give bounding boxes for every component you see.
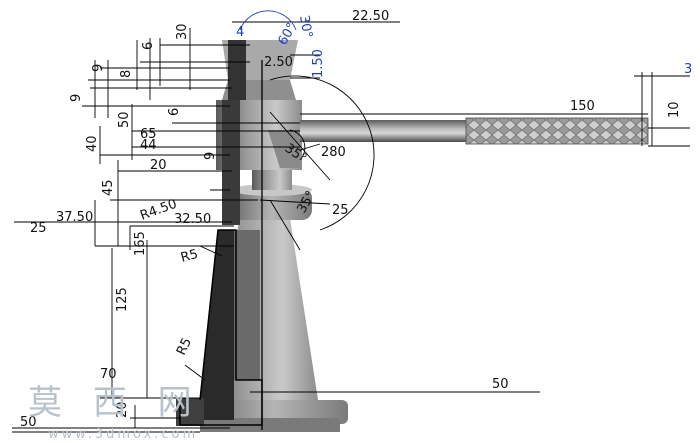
dim-20b: 20 — [115, 401, 130, 418]
dim-8: 8 — [119, 70, 134, 78]
dim-165: 165 — [133, 231, 148, 256]
dim-r5a: R5 — [179, 247, 200, 266]
dim-22-50: 22.50 — [352, 9, 389, 24]
base-bottom — [200, 418, 340, 432]
dim-20a: 20 — [150, 158, 167, 173]
dim-4: 4 — [236, 25, 244, 40]
dim-2-50: 2.50 — [264, 55, 293, 70]
screw-core — [234, 230, 260, 380]
dim-32-50: 32.50 — [174, 212, 211, 227]
head-facet — [268, 130, 300, 168]
dim-9c: 9 — [203, 152, 218, 160]
section-wall — [180, 230, 234, 420]
dim-1-50: 1.50 — [311, 49, 326, 78]
dim-3: 3 — [684, 62, 692, 77]
dim-50b: 50 — [492, 377, 509, 392]
section-head — [222, 100, 240, 225]
dim-6a: 6 — [141, 42, 156, 50]
dim-25b: 25 — [332, 203, 349, 218]
dim-10: 10 — [667, 101, 682, 118]
dim-50a: 50 — [117, 111, 132, 128]
dim-125: 125 — [115, 287, 130, 312]
dim-9a: 9 — [91, 64, 106, 72]
dim-70: 70 — [100, 367, 117, 382]
dim-30-deg: 30° — [296, 14, 315, 39]
dim-30: 30 — [175, 23, 190, 40]
dim-65: 65 — [140, 127, 157, 142]
watermark: 莫 西 网 www.3dmox.com — [28, 383, 202, 442]
dim-50c: 50 — [20, 415, 37, 430]
dim-25a: 25 — [30, 221, 47, 236]
dim-44: 44 — [140, 138, 157, 153]
dim-45: 45 — [101, 179, 116, 196]
handle-shaft — [300, 120, 470, 142]
knurled-grip — [466, 118, 648, 144]
watermark-url: www.3dmox.com — [48, 427, 198, 442]
watermark-chars: 莫 西 网 — [28, 383, 202, 423]
dim-150: 150 — [570, 99, 595, 114]
dimension-labels: 22.50 4 30 30° 60° 6 2.50 1.50 3 9 8 9 1… — [20, 9, 692, 430]
dim-9b: 9 — [69, 94, 84, 102]
dim-280: 280 — [321, 145, 346, 160]
dim-6b: 6 — [167, 108, 182, 116]
dim-37-50: 37.50 — [56, 210, 93, 225]
dim-r5b: R5 — [174, 336, 195, 358]
dim-40: 40 — [85, 135, 100, 152]
dim-r4-50: R4.50 — [138, 197, 179, 224]
dimension-lines — [12, 10, 690, 433]
section-cap — [228, 40, 246, 100]
